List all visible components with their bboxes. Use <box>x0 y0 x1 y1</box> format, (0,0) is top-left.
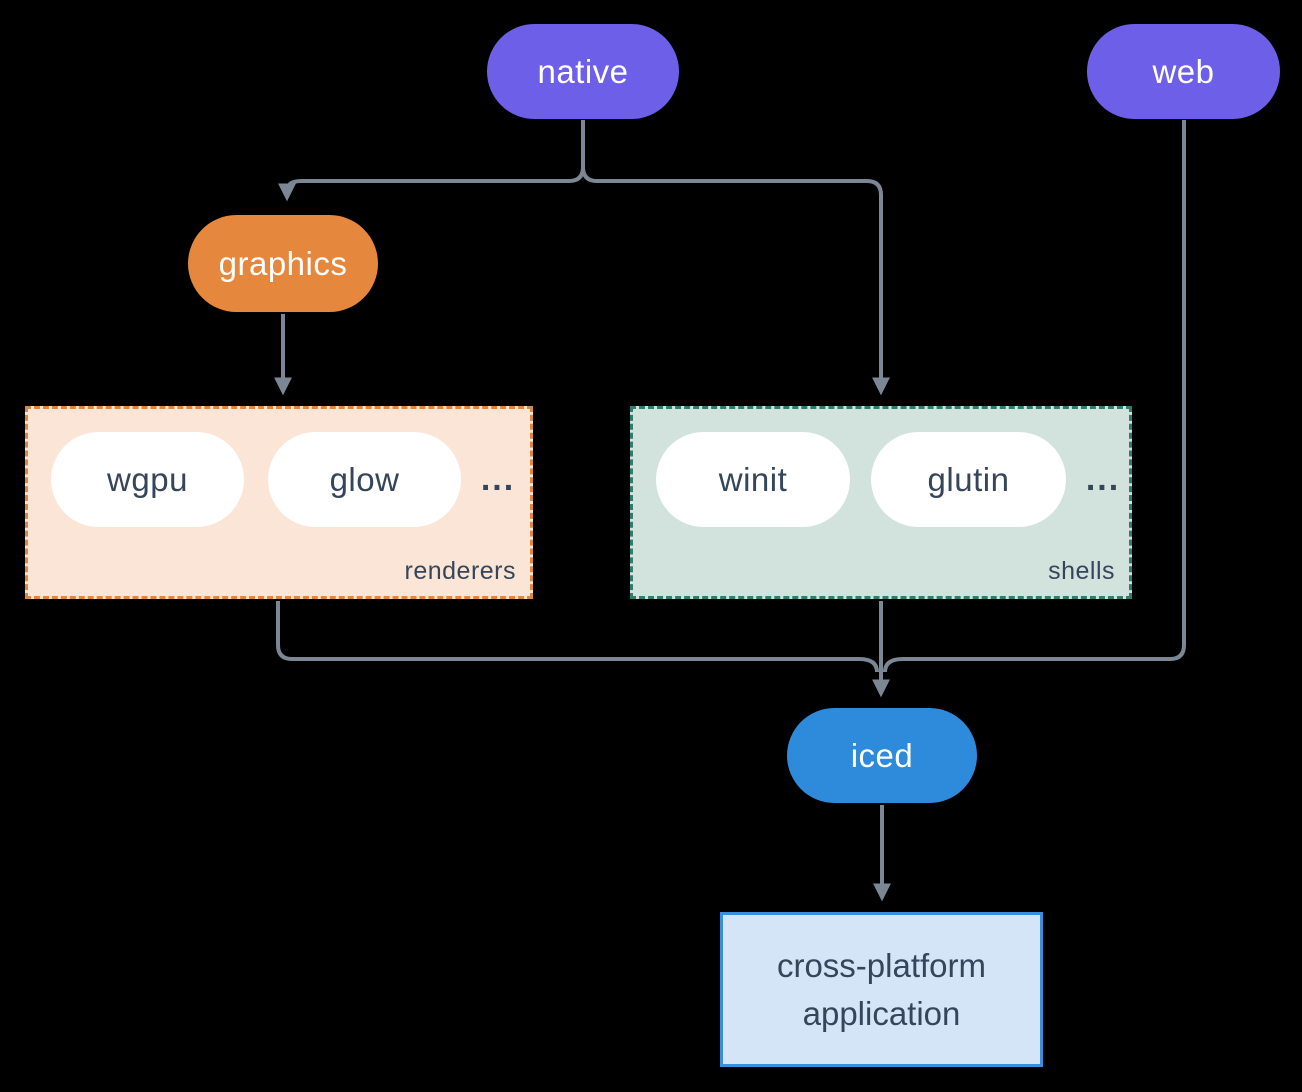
node-web: web <box>1087 24 1280 119</box>
connector-renderers-to-merge <box>276 601 879 673</box>
node-web-label: web <box>1152 52 1215 90</box>
node-graphics: graphics <box>188 215 378 312</box>
node-cross-platform-application-label: cross-platform application <box>776 946 987 1032</box>
connector-native-to-shells <box>581 120 890 396</box>
node-native-label: native <box>537 52 629 90</box>
node-graphics-label: graphics <box>218 244 348 282</box>
group-shells-label: shells <box>1048 557 1115 585</box>
group-renderers-label: renderers <box>404 557 516 585</box>
pill-winit-label: winit <box>718 460 788 498</box>
node-native: native <box>487 24 679 119</box>
pill-winit: winit <box>656 432 850 527</box>
group-renderers: wgpu glow ... renderers <box>25 406 533 599</box>
node-cross-platform-application: cross-platform application <box>720 912 1043 1067</box>
pill-wgpu-label: wgpu <box>107 460 188 498</box>
pill-wgpu: wgpu <box>51 432 244 527</box>
pill-glow-label: glow <box>329 460 400 498</box>
pill-glow: glow <box>268 432 461 527</box>
group-shells: winit glutin ... shells <box>630 406 1132 599</box>
pill-glutin-label: glutin <box>927 460 1010 498</box>
node-iced-label: iced <box>850 736 914 774</box>
pill-glutin: glutin <box>871 432 1066 527</box>
shells-ellipsis: ... <box>1085 460 1121 498</box>
node-iced: iced <box>787 708 977 803</box>
renderers-ellipsis: ... <box>480 460 516 498</box>
connector-native-to-graphics <box>278 120 585 202</box>
